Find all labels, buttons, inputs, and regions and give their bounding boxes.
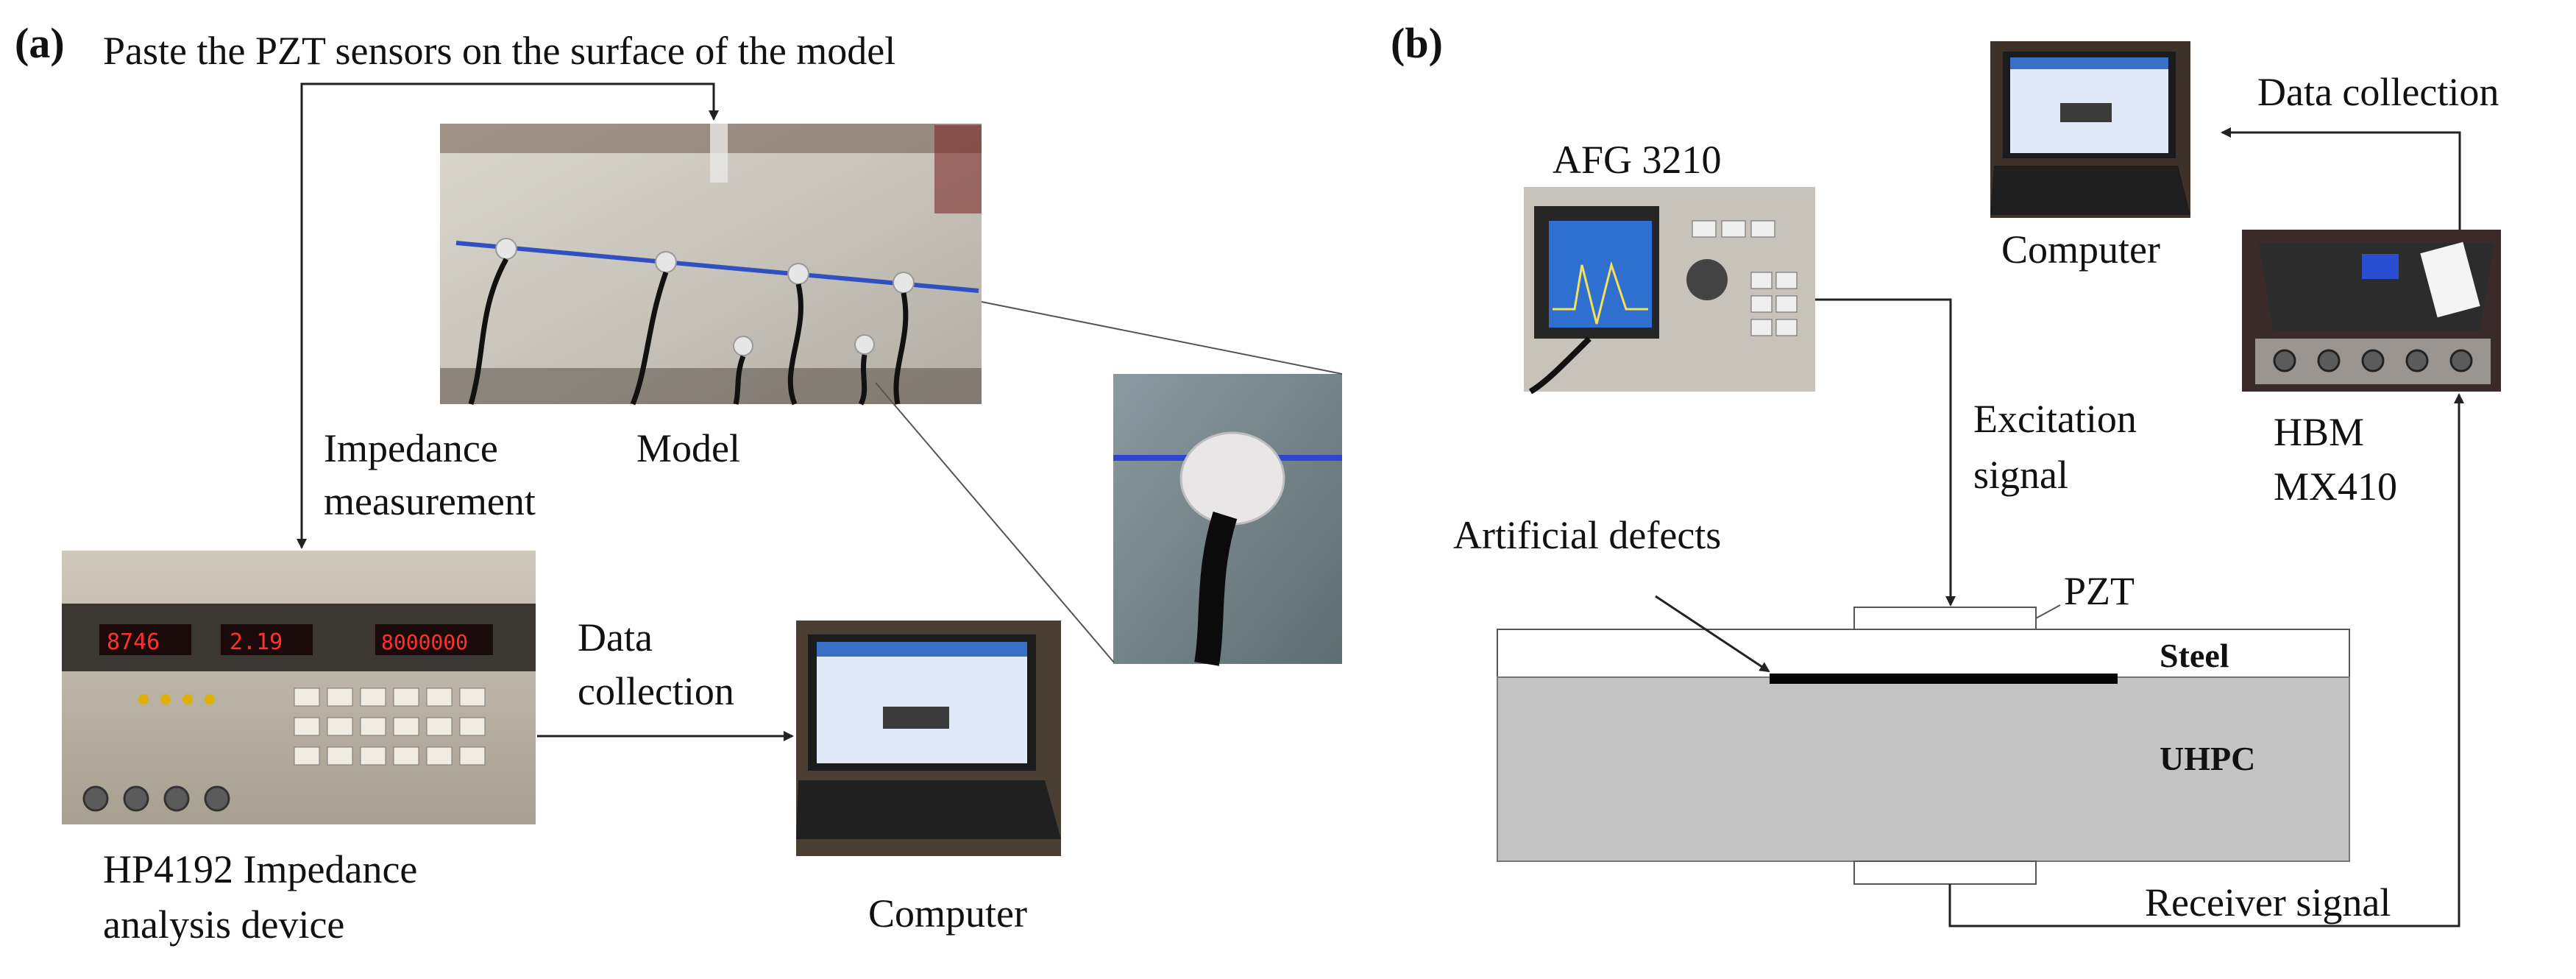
panel-label-b: (b) — [1391, 19, 1443, 67]
steel-label: Steel — [2160, 637, 2229, 674]
arrow-receiver-signal — [1948, 393, 2464, 927]
zoom-line-upper — [981, 301, 1343, 375]
computer-label-b: Computer — [2001, 227, 2160, 272]
arrow-data-collection-b — [2221, 127, 2461, 230]
afg3210-photo — [1524, 187, 1815, 395]
computer-photo-b — [1990, 41, 2190, 218]
artificial-defect-bar — [1770, 674, 2118, 684]
data-collection-label-b: Data collection — [2257, 70, 2499, 114]
uhpc-layer — [1497, 676, 2350, 862]
specimen-schematic — [1497, 607, 2350, 885]
instruction-text: Paste the PZT sensors on the surface of … — [103, 29, 896, 73]
panel-label-a: (a) — [15, 19, 65, 67]
pzt-label: PZT — [2064, 569, 2135, 613]
hbm-label-line2: MX410 — [2274, 464, 2398, 509]
arrow-artificial-defects — [1655, 595, 1770, 673]
impedance-label-line1: Impedance — [324, 426, 498, 470]
excitation-label-line1: Excitation — [1973, 397, 2137, 441]
device-label-line2: analysis device — [103, 902, 345, 947]
arrow-paste-to-model — [300, 82, 719, 121]
pzt-top — [1853, 607, 2037, 631]
uhpc-label: UHPC — [2160, 740, 2256, 777]
display-3: 8000000 — [381, 630, 468, 654]
artificial-defects-label: Artificial defects — [1453, 513, 1722, 557]
data-label-line1: Data — [578, 615, 653, 660]
excitation-label-line2: signal — [1973, 453, 2068, 497]
pzt-leader-line — [2035, 604, 2061, 619]
computer-photo-a — [796, 621, 1061, 856]
display-2: 2.19 — [230, 629, 283, 655]
pzt-closeup-photo — [1113, 374, 1342, 666]
impedance-label-line2: measurement — [324, 479, 536, 523]
computer-label-a: Computer — [868, 891, 1027, 936]
zoom-line-lower — [875, 382, 1115, 663]
display-1: 8746 — [107, 629, 160, 655]
hbm-label-line1: HBM — [2274, 410, 2365, 454]
hp4192-device-photo: 8746 2.19 8000000 — [62, 551, 536, 824]
receiver-signal-label: Receiver signal — [2145, 880, 2391, 925]
hbm-mx410-photo — [2242, 230, 2501, 392]
device-label-line1: HP4192 Impedance — [103, 847, 418, 891]
afg-label: AFG 3210 — [1553, 138, 1722, 182]
data-label-line2: collection — [578, 669, 734, 713]
arrow-excitation-signal — [1815, 298, 1956, 607]
model-label: Model — [636, 426, 740, 470]
model-photo — [440, 124, 982, 406]
pzt-bottom — [1853, 860, 2037, 885]
